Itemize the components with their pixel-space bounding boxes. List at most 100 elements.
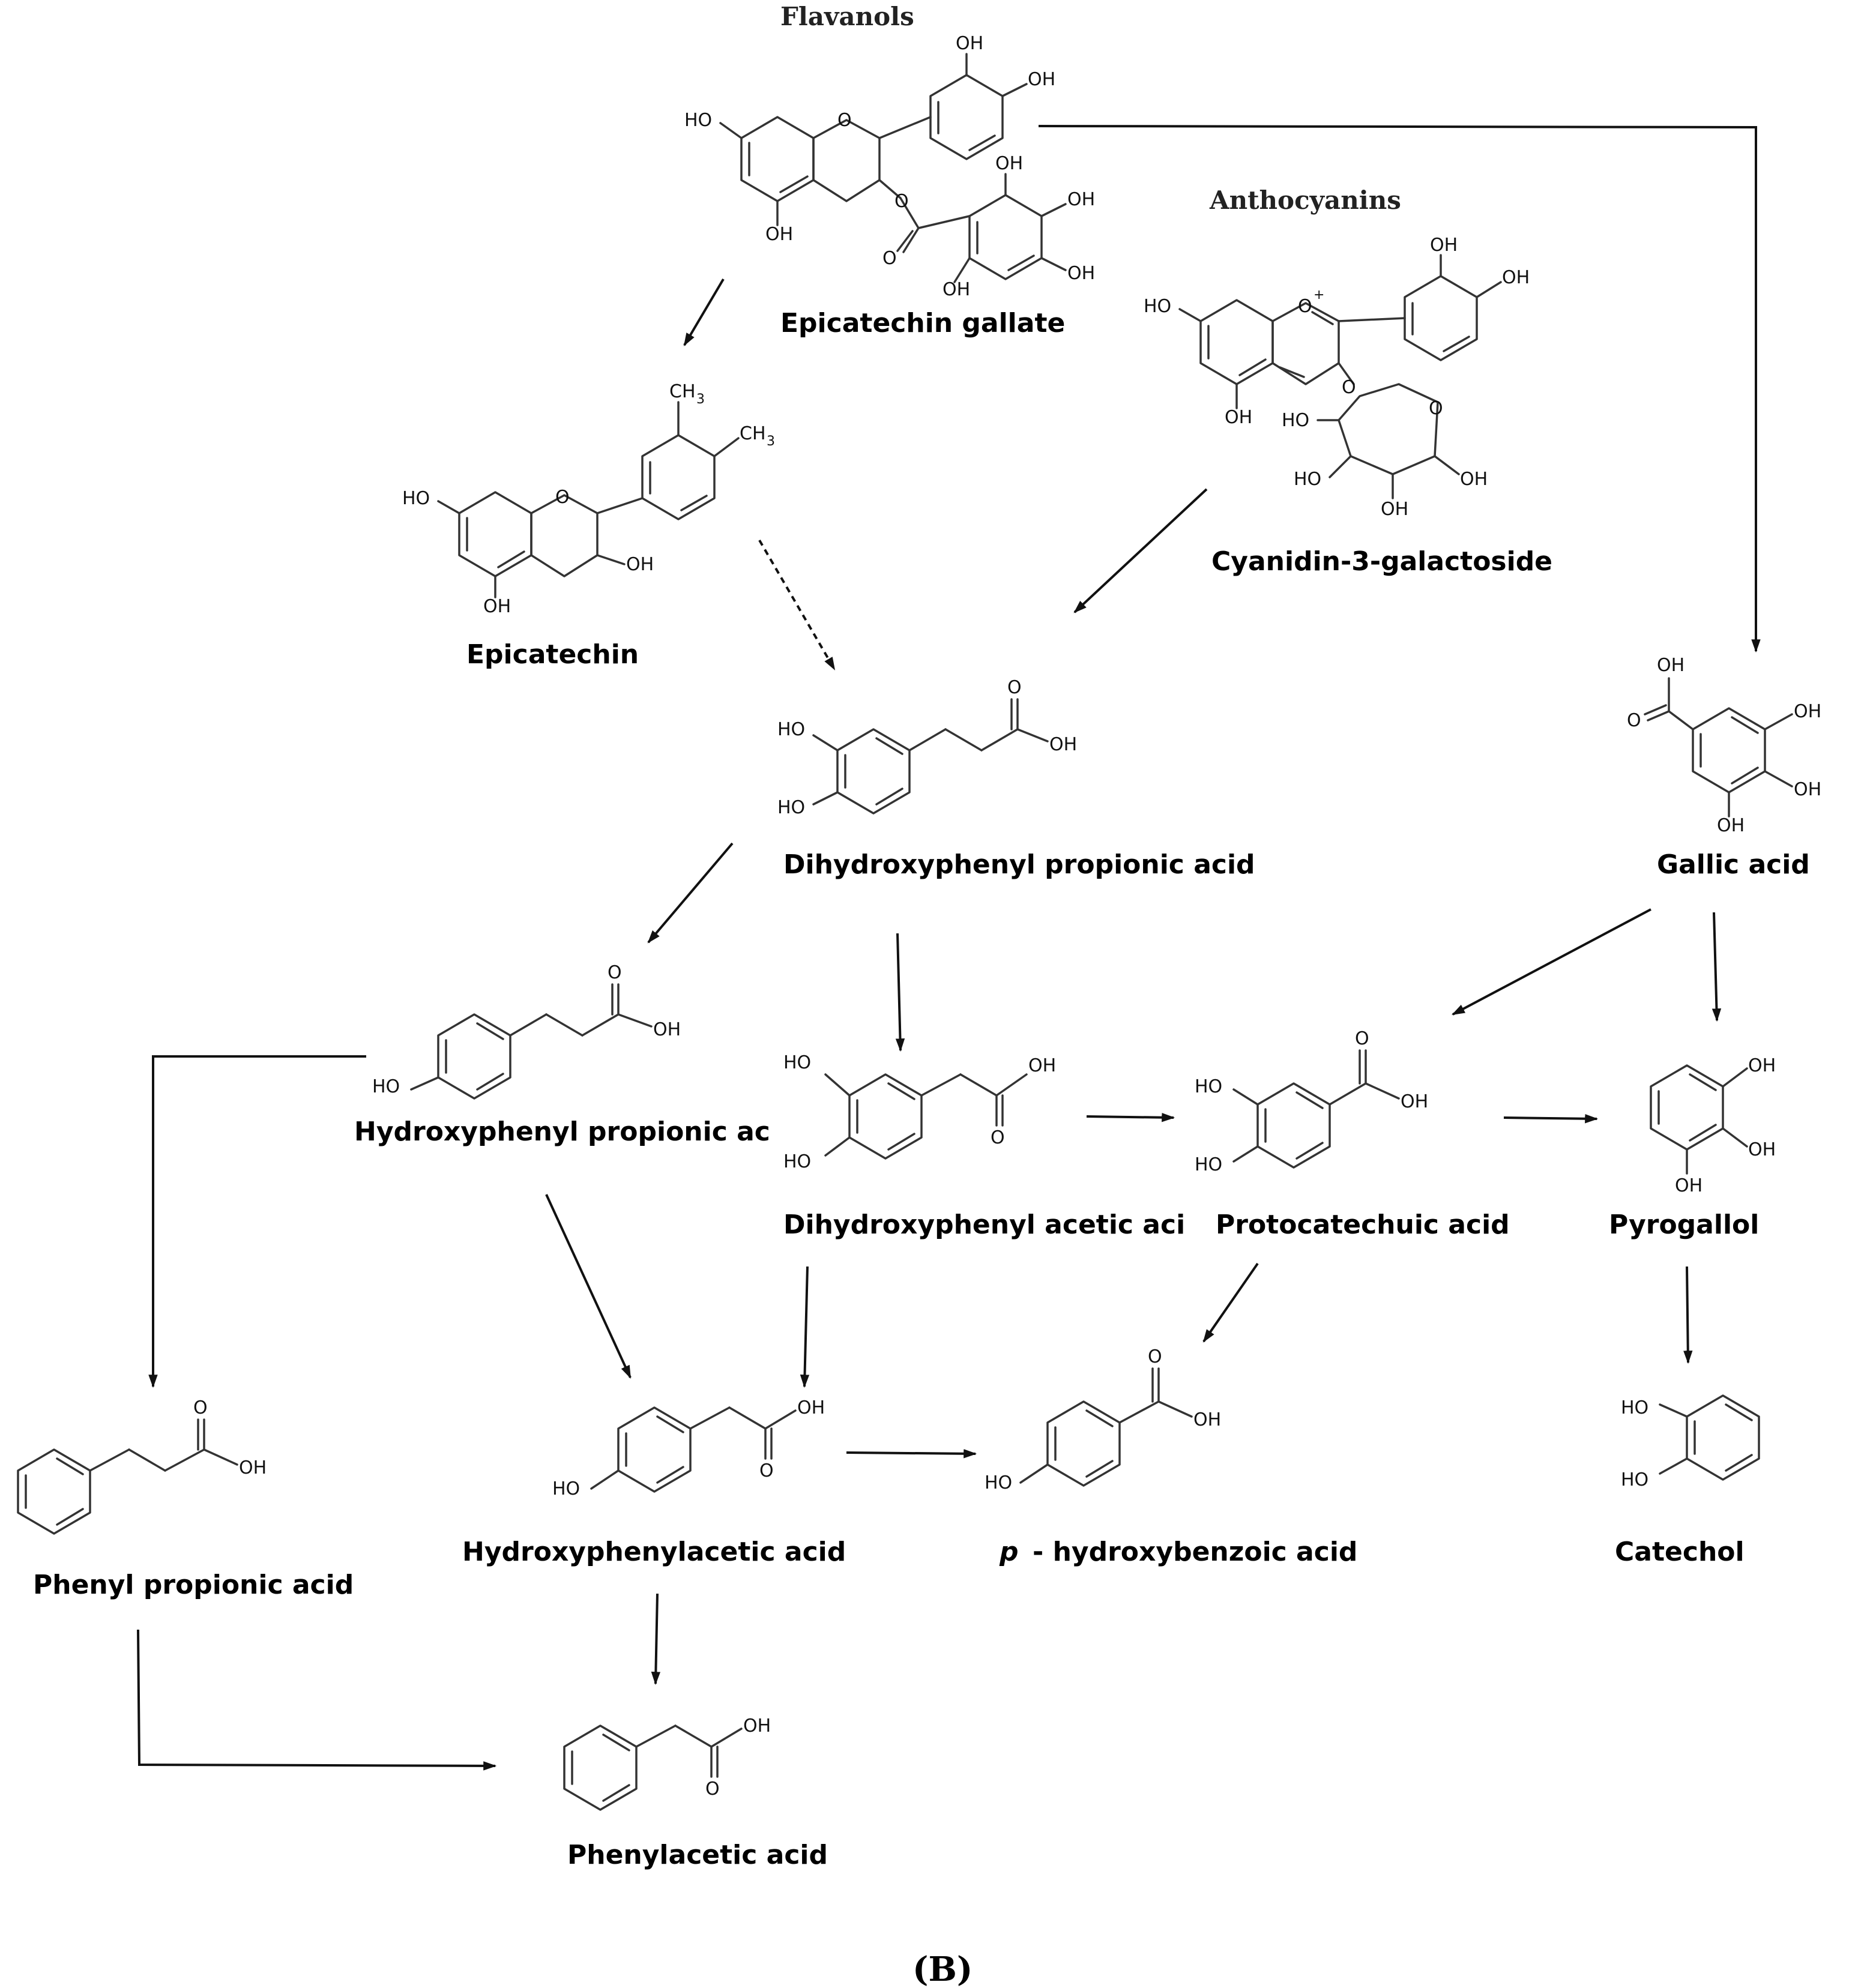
atom-o: O — [991, 1127, 1005, 1148]
atom-o: O — [1627, 710, 1641, 731]
atom-oh: OH — [1225, 407, 1252, 428]
atom-o: O — [608, 962, 622, 983]
arrow-phenyl-propionic-to-phenylacetic — [137, 1629, 497, 1771]
atom-ho: HO — [402, 488, 430, 509]
arrow-dihydroxyphenyl-acetic-to-protocatechuic — [1086, 1113, 1175, 1122]
label-phenyl-propionic-acid: Phenyl propionic acid — [33, 1570, 354, 1600]
panel-label: (B) — [912, 1950, 973, 1988]
atom-ho: HO — [783, 1151, 811, 1172]
structure-gallic-acid: OH O OH OH OH — [1627, 655, 1821, 836]
atom-ho: HO — [1144, 296, 1171, 317]
atom-oh: OH — [1401, 1091, 1428, 1112]
atom-oh: OH — [1794, 701, 1821, 722]
atom-oh: OH — [626, 554, 654, 575]
atom-oh: OH — [1460, 469, 1488, 490]
atom-subscript-3: 3 — [696, 392, 705, 407]
atom-oh: OH — [1028, 1055, 1056, 1076]
structure-dihydroxyphenyl-acetic-acid: HO HO OH O — [783, 1052, 1056, 1172]
label-dihydroxyphenyl-acetic-acid: Dihydroxyphenyl acetic aci — [783, 1209, 1185, 1240]
atom-oh: OH — [1193, 1409, 1221, 1430]
atom-ho: HO — [1621, 1469, 1648, 1490]
structure-p-hydroxybenzoic-acid: HO O OH — [985, 1346, 1221, 1493]
atom-ho: HO — [1294, 469, 1321, 490]
atom-o: O — [193, 1397, 208, 1418]
atom-oh: OH — [483, 596, 511, 617]
arrow-gallic-acid-to-protocatechuic-acid — [1452, 908, 1651, 1016]
atom-plus: + — [1314, 288, 1324, 303]
label-phenylacetic-acid: Phenylacetic acid — [567, 1840, 828, 1870]
label-pyrogallol: Pyrogallol — [1609, 1209, 1759, 1240]
arrow-protocatechuic-to-p-hydroxybenzoic — [1202, 1262, 1259, 1343]
atom-subscript-3: 3 — [767, 434, 775, 449]
atom-oh: OH — [995, 153, 1023, 174]
atom-ho: HO — [1621, 1397, 1648, 1418]
structure-dihydroxyphenyl-propionic-acid: HO HO O OH — [777, 677, 1077, 818]
atom-ho: HO — [1195, 1076, 1222, 1097]
structure-catechol: HO HO — [1621, 1394, 1760, 1490]
label-epicatechin: Epicatechin — [466, 639, 639, 670]
atom-o: O — [837, 110, 852, 131]
atom-ho: HO — [985, 1472, 1012, 1493]
arrow-hydroxyphenylacetic-to-p-hydroxybenzoic — [846, 1449, 977, 1459]
label-protocatechuic-acid: Protocatechuic acid — [1216, 1209, 1510, 1240]
structure-hydroxyphenyl-propionic-acid: HO O OH — [372, 962, 681, 1100]
atom-oh: OH — [1748, 1139, 1776, 1160]
atom-o: O — [1007, 677, 1022, 698]
arrow-cyanidin-to-dihydroxyphenyl-propionic-acid — [1073, 488, 1208, 613]
atom-ho: HO — [552, 1478, 580, 1499]
label-hydroxyphenyl-propionic-acid: Hydroxyphenyl propionic ac — [354, 1116, 770, 1147]
structure-hydroxyphenylacetic-acid: HO OH O — [552, 1397, 825, 1499]
label-hydroxyphenylacetic-acid: Hydroxyphenylacetic acid — [462, 1537, 846, 1567]
atom-oh: OH — [1067, 263, 1095, 284]
arrow-gallic-acid-to-pyrogallol — [1712, 912, 1722, 1022]
arrow-protocatechuic-to-pyrogallol — [1503, 1114, 1599, 1124]
structure-pyrogallol: OH OH OH — [1650, 1055, 1776, 1196]
arrow-dihydroxyphenyl-propionic-to-dihydroxyphenyl-acetic — [895, 933, 905, 1052]
label-cyanidin-3-galactoside: Cyanidin-3-galactoside — [1211, 546, 1552, 577]
class-heading-anthocyanins: Anthocyanins — [1209, 185, 1401, 215]
atom-oh: OH — [1049, 734, 1077, 755]
atom-o: O — [555, 487, 570, 508]
arrow-pyrogallol-to-catechol — [1683, 1266, 1693, 1364]
atom-ho: HO — [372, 1076, 400, 1097]
arrow-epicatechin-gallate-to-gallic-acid — [1038, 125, 1761, 653]
atom-oh: OH — [1381, 499, 1408, 520]
atom-oh: OH — [653, 1019, 681, 1040]
atom-oh: OH — [1794, 779, 1821, 800]
arrow-hydroxyphenyl-propionic-to-hydroxyphenylacetic — [545, 1194, 632, 1379]
arrow-epicatechin-to-dihydroxyphenyl-propionic-acid — [758, 539, 836, 670]
atom-oh: OH — [1657, 655, 1684, 676]
atom-o: O — [759, 1460, 774, 1481]
label-dihydroxyphenyl-propionic-acid: Dihydroxyphenyl propionic acid — [783, 849, 1255, 880]
atom-oh: OH — [956, 33, 983, 54]
structure-epicatechin-gallate: O O O HO OH OH OH OH OH OH OH — [684, 33, 1095, 300]
structure-epicatechin: O HO OH OH CH 3 CH 3 — [402, 381, 775, 617]
atom-ho: HO — [1282, 410, 1309, 431]
atom-ho: HO — [684, 110, 712, 131]
atom-ch3: CH — [740, 423, 766, 444]
atom-oh: OH — [239, 1457, 267, 1478]
atom-oh: OH — [1430, 235, 1458, 256]
label-epicatechin-gallate: Epicatechin gallate — [780, 308, 1065, 339]
atom-oh: OH — [765, 224, 793, 245]
atom-o: O — [1342, 377, 1356, 398]
atom-o: O — [705, 1779, 720, 1800]
structure-cyanidin-3-galactoside: O + O O HO OH OH OH HO HO OH OH — [1144, 235, 1530, 520]
atom-oh: OH — [1067, 189, 1095, 210]
label-catechol: Catechol — [1615, 1537, 1745, 1567]
atom-ho: HO — [777, 797, 805, 818]
atom-o: O — [1429, 398, 1443, 419]
atom-oh: OH — [1748, 1055, 1776, 1076]
atom-o: O — [894, 191, 909, 212]
atom-ch3: CH — [669, 381, 696, 402]
atom-o: O — [882, 248, 897, 269]
arrow-epicatechin-gallate-to-epicatechin — [683, 278, 725, 346]
atom-oh: OH — [743, 1715, 771, 1736]
atom-oh: OH — [943, 279, 970, 300]
atom-oh: OH — [797, 1397, 825, 1418]
atom-oh: OH — [1028, 69, 1055, 90]
atom-ho: HO — [777, 719, 805, 740]
arrow-dihydroxyphenyl-acetic-to-hydroxyphenylacetic — [800, 1266, 810, 1388]
class-heading-flavanols: Flavanols — [780, 2, 914, 31]
